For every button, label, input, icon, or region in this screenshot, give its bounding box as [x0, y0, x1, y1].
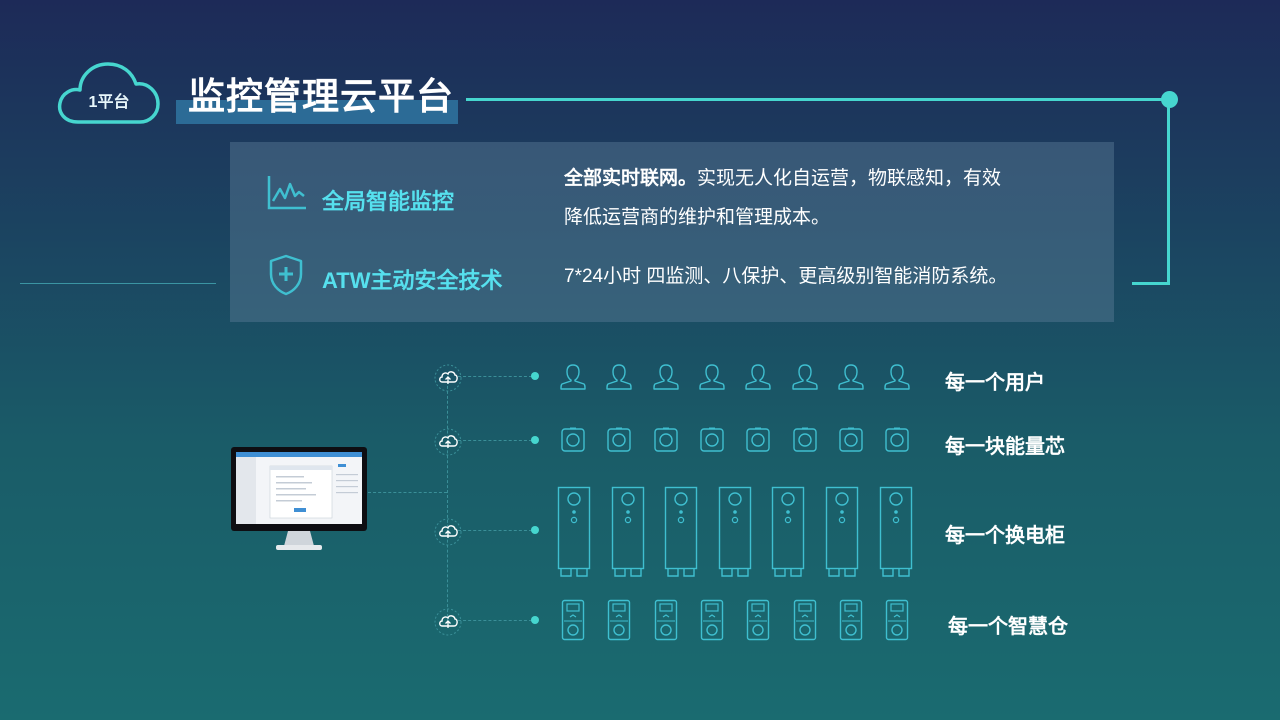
battery-module-icon: [745, 427, 771, 458]
feature-desc-monitoring: 全部实时联网。实现无人化自运营，物联感知，有效: [564, 162, 1001, 196]
row-branch-line: [458, 440, 532, 441]
monitor-image: [230, 446, 368, 556]
row-label-batteries: 每一块能量芯: [945, 436, 1065, 458]
row-branch-line: [458, 530, 532, 531]
divider-line: [20, 283, 216, 284]
swap-cabinet-icon: [825, 486, 859, 583]
battery-module-icon: [699, 427, 725, 458]
cloud-upload-icon: [434, 428, 462, 456]
smart-locker-icon: [746, 599, 770, 646]
smart-locker-icon: [793, 599, 817, 646]
connector-line-vertical: [1167, 100, 1170, 285]
user-icon: [882, 362, 912, 397]
feature-desc-line1: 实现无人化自运营，物联感知，有效: [697, 168, 1002, 189]
smart-locker-icon: [885, 599, 909, 646]
battery-module-icon: [560, 427, 586, 458]
user-icon: [790, 362, 820, 397]
user-icon: [558, 362, 588, 397]
smart-locker-icon: [561, 599, 585, 646]
user-icon: [697, 362, 727, 397]
feature-title-safety: ATW主动安全技术: [322, 268, 503, 293]
smart-locker-icon: [654, 599, 678, 646]
smart-locker-icon: [607, 599, 631, 646]
swap-cabinet-icon: [664, 486, 698, 583]
page-title: 监控管理云平台: [188, 76, 454, 117]
activity-chart-icon: [266, 174, 308, 217]
swap-cabinet-icon: [771, 486, 805, 583]
battery-module-icon: [838, 427, 864, 458]
row-dot: [531, 436, 539, 444]
feature-desc-safety: 7*24小时 四监测、八保护、更高级别智能消防系统。: [564, 266, 1008, 287]
row-dot: [531, 616, 539, 624]
battery-module-icon: [653, 427, 679, 458]
row-dot: [531, 372, 539, 380]
feature-desc-bold: 全部实时联网。: [564, 168, 698, 189]
connector-dot: [1161, 91, 1178, 108]
smart-locker-icon: [700, 599, 724, 646]
row-label-users: 每一个用户: [945, 372, 1045, 394]
row-label-cabinets: 每一个换电柜: [945, 525, 1065, 547]
feature-title-monitoring: 全局智能监控: [322, 189, 455, 214]
swap-cabinet-icon: [718, 486, 752, 583]
swap-cabinet-icon: [611, 486, 645, 583]
user-icon: [604, 362, 634, 397]
row-dot: [531, 526, 539, 534]
cloud-badge: 1平台: [56, 58, 162, 126]
row-branch-line: [458, 620, 532, 621]
row-branch-line: [458, 376, 532, 377]
battery-module-icon: [884, 427, 910, 458]
battery-module-icon: [792, 427, 818, 458]
feature-panel: 全局智能监控 全部实时联网。实现无人化自运营，物联感知，有效 降低运营商的维护和…: [230, 142, 1114, 322]
cloud-upload-icon: [434, 518, 462, 546]
shield-plus-icon: [268, 254, 304, 301]
monitor-link-line: [368, 492, 447, 493]
badge-label: 1平台: [88, 94, 130, 111]
user-icon: [651, 362, 681, 397]
swap-cabinet-icon: [879, 486, 913, 583]
feature-desc-line2: 降低运营商的维护和管理成本。: [564, 207, 831, 228]
swap-cabinet-icon: [557, 486, 591, 583]
battery-module-icon: [606, 427, 632, 458]
smart-locker-icon: [839, 599, 863, 646]
cloud-upload-icon: [434, 608, 462, 636]
user-icon: [743, 362, 773, 397]
cloud-icon: [57, 62, 160, 124]
row-label-smart-lockers: 每一个智慧仓: [948, 616, 1068, 638]
connector-line: [466, 98, 1170, 101]
cloud-upload-icon: [434, 364, 462, 392]
title-underline-bar: [176, 100, 458, 124]
user-icon: [836, 362, 866, 397]
connector-line-end: [1132, 282, 1170, 285]
trunk-line: [447, 376, 448, 622]
